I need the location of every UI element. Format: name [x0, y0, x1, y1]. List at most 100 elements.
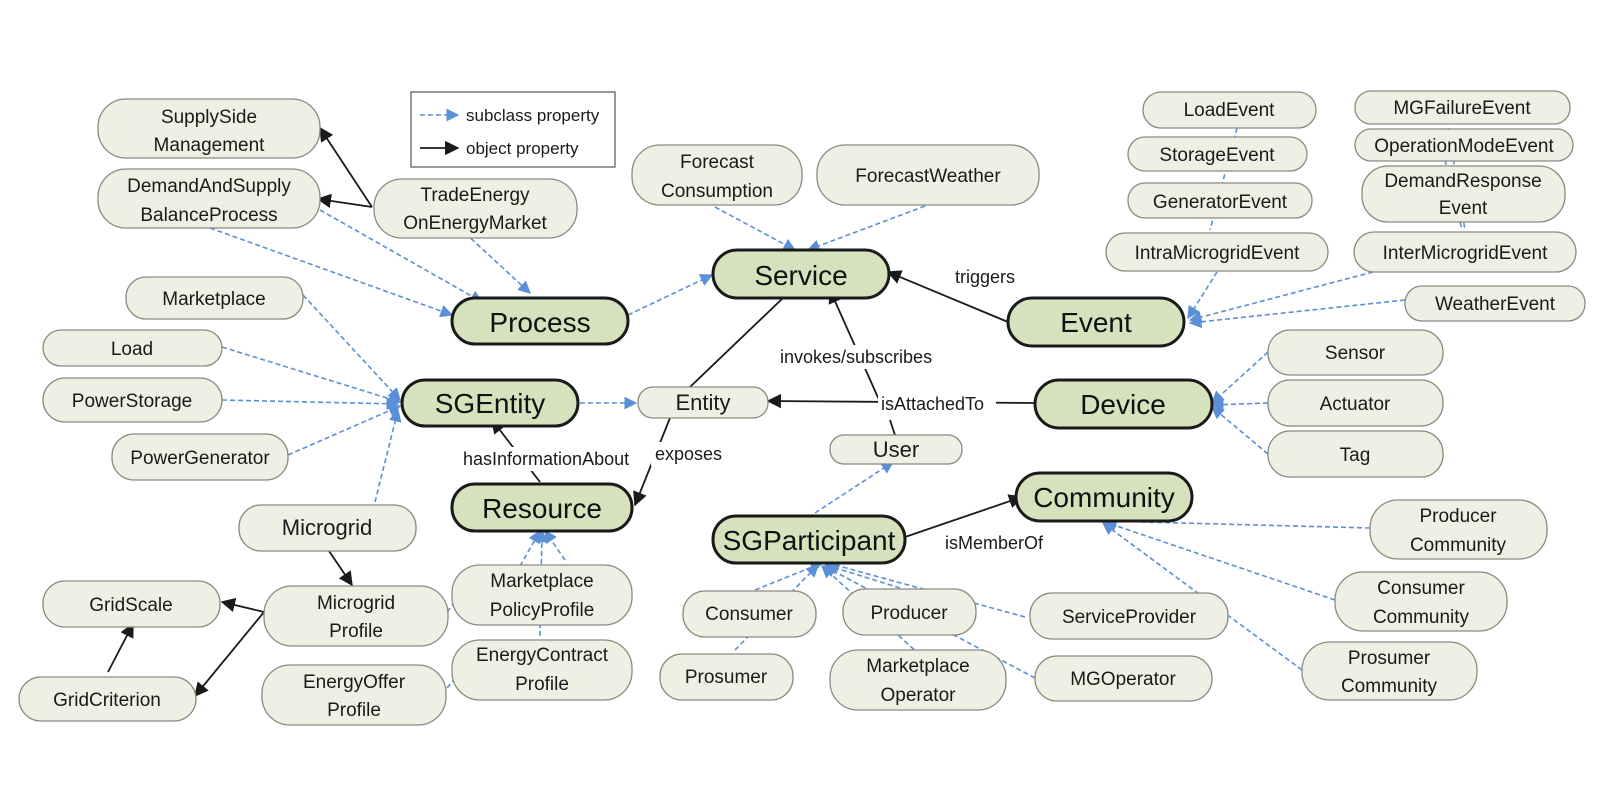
core-node-service: Service — [711, 248, 891, 300]
node-sensor: Sensor — [1267, 329, 1444, 376]
svg-text:SGParticipant: SGParticipant — [723, 525, 896, 556]
svg-text:ForecastWeather: ForecastWeather — [855, 166, 1001, 187]
svg-text:Device: Device — [1080, 389, 1166, 420]
svg-text:MGOperator: MGOperator — [1070, 669, 1176, 690]
edge-label-exposes: exposes — [655, 444, 722, 464]
node-actuator: Actuator — [1267, 379, 1444, 427]
svg-text:Prosumer: Prosumer — [1348, 648, 1431, 669]
node-weatherevent: WeatherEvent — [1404, 285, 1586, 322]
svg-text:Event: Event — [1439, 198, 1488, 219]
core-node-community: Community — [1014, 471, 1194, 523]
svg-text:Sensor: Sensor — [1325, 343, 1386, 364]
node-forecastconsumption: Forecast Consumption — [631, 144, 803, 206]
svg-text:Entity: Entity — [675, 390, 730, 415]
svg-text:PowerGenerator: PowerGenerator — [130, 448, 270, 469]
svg-text:Profile: Profile — [329, 621, 383, 642]
node-consumercommunity: Consumer Community — [1334, 571, 1508, 632]
node-microgrid: Microgrid — [238, 504, 417, 552]
node-mgoperator: MGOperator — [1034, 655, 1213, 702]
node-tag: Tag — [1267, 430, 1444, 478]
core-node-sgparticipant: SGParticipant — [711, 514, 907, 565]
node-tradeenergy: TradeEnergy OnEnergyMarket — [373, 178, 578, 239]
node-storageevent: StorageEvent — [1127, 136, 1308, 172]
node-gridcriterion: GridCriterion — [18, 676, 197, 722]
svg-text:PowerStorage: PowerStorage — [72, 391, 192, 412]
node-demandresponseevent: DemandResponse Event — [1361, 165, 1566, 223]
svg-text:Forecast: Forecast — [680, 152, 755, 173]
svg-text:Marketplace: Marketplace — [162, 289, 266, 310]
edge-label-isattachedto: isAttachedTo — [881, 394, 984, 414]
svg-text:EnergyContract: EnergyContract — [476, 645, 609, 666]
svg-text:MGFailureEvent: MGFailureEvent — [1393, 98, 1531, 119]
node-energycontractprofile: EnergyContract Profile — [451, 639, 633, 701]
node-loadevent: LoadEvent — [1142, 91, 1317, 129]
node-prosumercommunity: Prosumer Community — [1301, 641, 1478, 701]
svg-text:Profile: Profile — [327, 700, 381, 721]
node-intermicrogridevent: InterMicrogridEvent — [1353, 231, 1577, 273]
svg-text:Operator: Operator — [881, 685, 957, 706]
svg-text:PolicyProfile: PolicyProfile — [490, 600, 595, 621]
node-gridscale: GridScale — [42, 580, 221, 628]
svg-text:EnergyOffer: EnergyOffer — [303, 672, 406, 693]
svg-text:Consumption: Consumption — [661, 181, 773, 202]
core-node-sgentity: SGEntity — [400, 378, 580, 428]
svg-text:Consumer: Consumer — [705, 604, 793, 625]
edge-label-hasinformationabout: hasInformationAbout — [463, 449, 629, 469]
svg-text:StorageEvent: StorageEvent — [1159, 145, 1275, 166]
legend: subclass property object property — [410, 91, 616, 168]
svg-text:Tag: Tag — [1340, 445, 1371, 466]
svg-text:Profile: Profile — [515, 674, 569, 695]
svg-text:GeneratorEvent: GeneratorEvent — [1153, 192, 1288, 213]
object-edges — [107, 126, 1036, 698]
svg-text:Community: Community — [1373, 607, 1470, 628]
node-marketplacepolicyprofile: Marketplace PolicyProfile — [451, 564, 633, 626]
node-entity: Entity — [637, 386, 769, 419]
svg-text:Microgrid: Microgrid — [282, 515, 372, 540]
svg-text:Producer: Producer — [870, 603, 948, 624]
node-mgfailureevent: MGFailureEvent — [1354, 90, 1571, 125]
node-intramicrogridevent: IntraMicrogridEvent — [1105, 232, 1329, 272]
legend-subclass-label: subclass property — [466, 106, 600, 125]
svg-text:User: User — [873, 437, 919, 462]
node-powergenerator: PowerGenerator — [111, 433, 289, 481]
node-powerstorage: PowerStorage — [42, 377, 223, 423]
node-microgridprofile: Microgrid Profile — [263, 585, 449, 647]
svg-text:GridScale: GridScale — [89, 595, 172, 616]
node-marketplaceoperator: Marketplace Operator — [829, 649, 1007, 711]
svg-text:ServiceProvider: ServiceProvider — [1062, 607, 1197, 628]
svg-text:Process: Process — [489, 307, 590, 338]
class-nodes: SupplySide Management DemandAndSupply Ba… — [18, 90, 1586, 726]
svg-text:Community: Community — [1410, 535, 1507, 556]
svg-text:IntraMicrogridEvent: IntraMicrogridEvent — [1135, 243, 1300, 264]
svg-text:OnEnergyMarket: OnEnergyMarket — [403, 213, 547, 234]
svg-text:Marketplace: Marketplace — [490, 571, 594, 592]
svg-text:Community: Community — [1033, 482, 1175, 513]
core-node-resource: Resource — [450, 482, 634, 533]
svg-text:Event: Event — [1060, 307, 1132, 338]
core-nodes: Service Process Event SGEntity Device Re… — [400, 248, 1214, 565]
svg-text:Prosumer: Prosumer — [685, 667, 768, 688]
node-supplyside: SupplySide Management — [97, 98, 321, 159]
svg-text:TradeEnergy: TradeEnergy — [420, 185, 530, 206]
svg-text:DemandAndSupply: DemandAndSupply — [127, 176, 291, 197]
edge-label-ismemberof: isMemberOf — [945, 533, 1044, 553]
svg-text:Marketplace: Marketplace — [866, 656, 970, 677]
node-prosumer: Prosumer — [659, 653, 794, 701]
svg-text:Load: Load — [111, 339, 153, 360]
svg-text:WeatherEvent: WeatherEvent — [1435, 294, 1556, 315]
node-producercommunity: Producer Community — [1369, 499, 1548, 560]
svg-text:Management: Management — [154, 135, 266, 156]
edge-label-triggers: triggers — [955, 267, 1015, 287]
node-producer: Producer — [842, 588, 977, 636]
svg-text:InterMicrogridEvent: InterMicrogridEvent — [1383, 243, 1548, 264]
node-energyofferprofile: EnergyOffer Profile — [261, 664, 447, 726]
core-node-device: Device — [1033, 378, 1214, 430]
svg-text:DemandResponse: DemandResponse — [1384, 171, 1541, 192]
core-node-event: Event — [1006, 296, 1186, 348]
svg-text:SupplySide: SupplySide — [161, 107, 257, 128]
svg-text:GridCriterion: GridCriterion — [53, 690, 161, 711]
node-load: Load — [42, 329, 223, 367]
svg-text:Microgrid: Microgrid — [317, 593, 395, 614]
node-marketplace: Marketplace — [125, 276, 304, 320]
